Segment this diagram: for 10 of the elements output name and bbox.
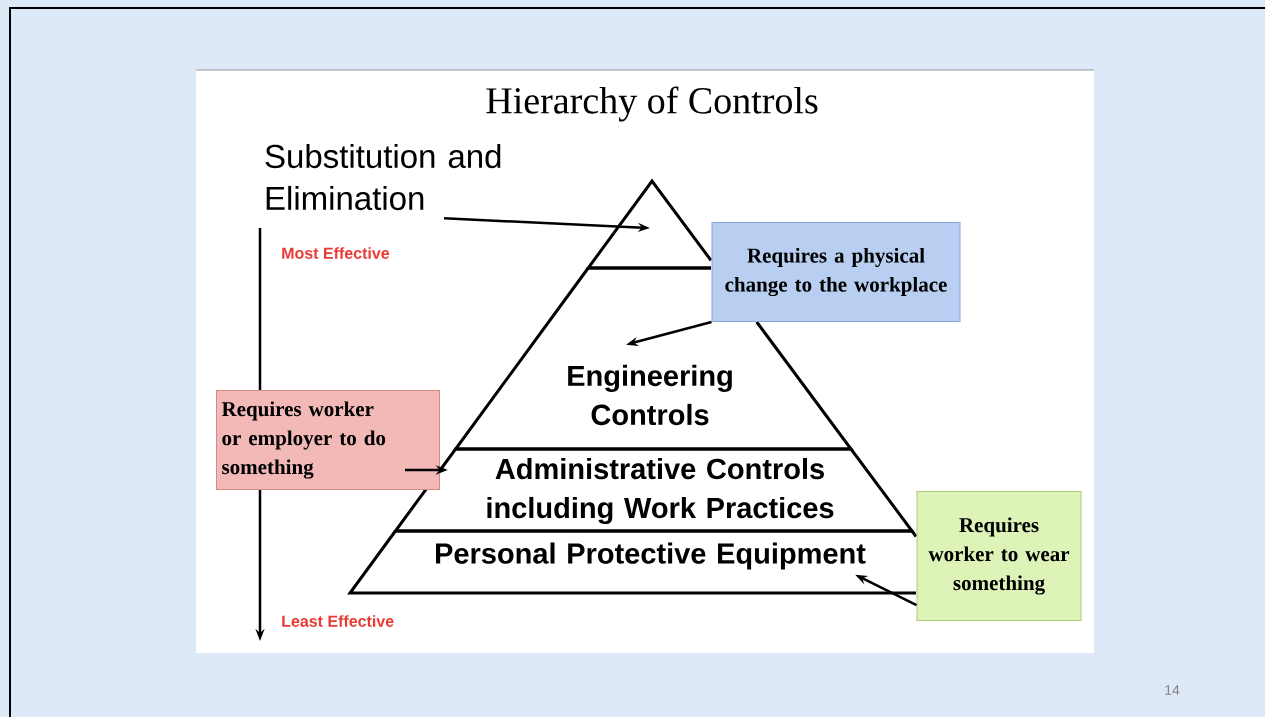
effectiveness-label: Least Effective bbox=[282, 615, 394, 627]
heading-text: Substitution and Elimination bbox=[265, 143, 501, 211]
effectiveness-label: Most Effective bbox=[282, 247, 390, 259]
callout-box: Requires worker or employer to do something bbox=[216, 390, 440, 490]
pyramid-top bbox=[585, 178, 713, 270]
callout-box: Requires worker to wear something bbox=[916, 491, 1082, 621]
callout-box: Requires a physical change to the workplace bbox=[711, 222, 961, 322]
pyramid-band: Personal Protective Equipment bbox=[347, 529, 918, 595]
title: Hierarchy of Controls bbox=[486, 86, 818, 122]
slide-number: 14 bbox=[1165, 685, 1180, 695]
